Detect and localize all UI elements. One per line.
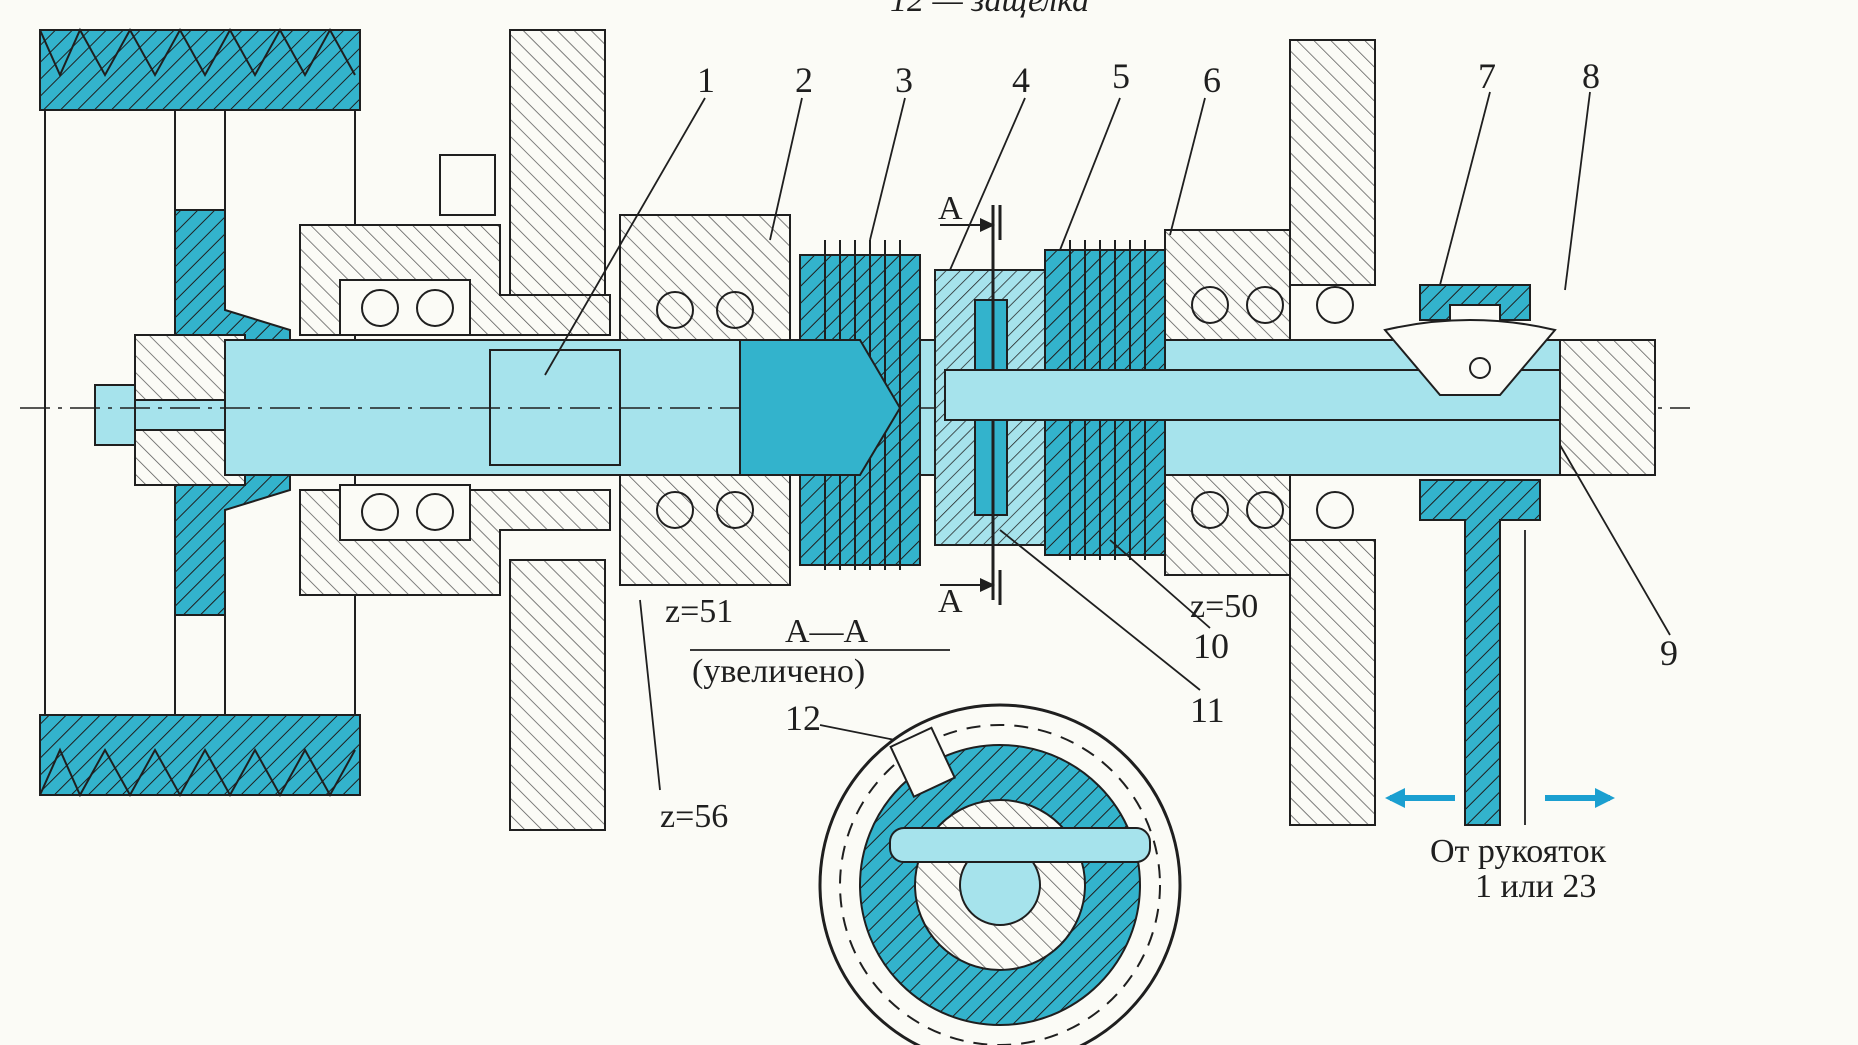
lever: [1419, 479, 1541, 826]
note-line2: 1 или 23: [1475, 868, 1597, 905]
callout-1: 1: [697, 60, 715, 100]
label-z56: z=56: [660, 798, 729, 835]
callout-4: 4: [1012, 60, 1030, 100]
label-z50: z=50: [1190, 588, 1259, 625]
left-gear-block: [619, 214, 791, 586]
callout-12: 12: [785, 698, 821, 738]
section-subtitle: (увеличено): [692, 653, 866, 690]
callout-3: 3: [895, 60, 913, 100]
callout-2: 2: [795, 60, 813, 100]
right-gear-block: [1164, 229, 1354, 576]
callout-8: 8: [1582, 56, 1600, 96]
control-rod: [944, 339, 1656, 476]
caption-top: 12 — защелка: [890, 0, 1090, 19]
label-z51: z=51: [665, 593, 734, 630]
section-line: [940, 205, 1002, 605]
note-line1: От рукояток: [1430, 833, 1607, 870]
callout-5: 5: [1112, 56, 1130, 96]
callout-6: 6: [1203, 60, 1221, 100]
callout-10: 10: [1193, 626, 1229, 666]
callout-9: 9: [1660, 633, 1678, 673]
shift-fork: [1383, 284, 1557, 396]
left-clutch-pack: [739, 240, 921, 570]
section-mark-bottom: А: [938, 583, 963, 620]
bearing-housing: [299, 154, 611, 596]
section-title: А—А: [785, 613, 869, 650]
callout-7: 7: [1478, 56, 1496, 96]
section-view: [818, 703, 1182, 1045]
callout-11: 11: [1190, 690, 1225, 730]
motion-arrows: [1385, 788, 1615, 808]
section-mark-top: А: [938, 190, 963, 227]
housing-walls: [509, 29, 1376, 831]
